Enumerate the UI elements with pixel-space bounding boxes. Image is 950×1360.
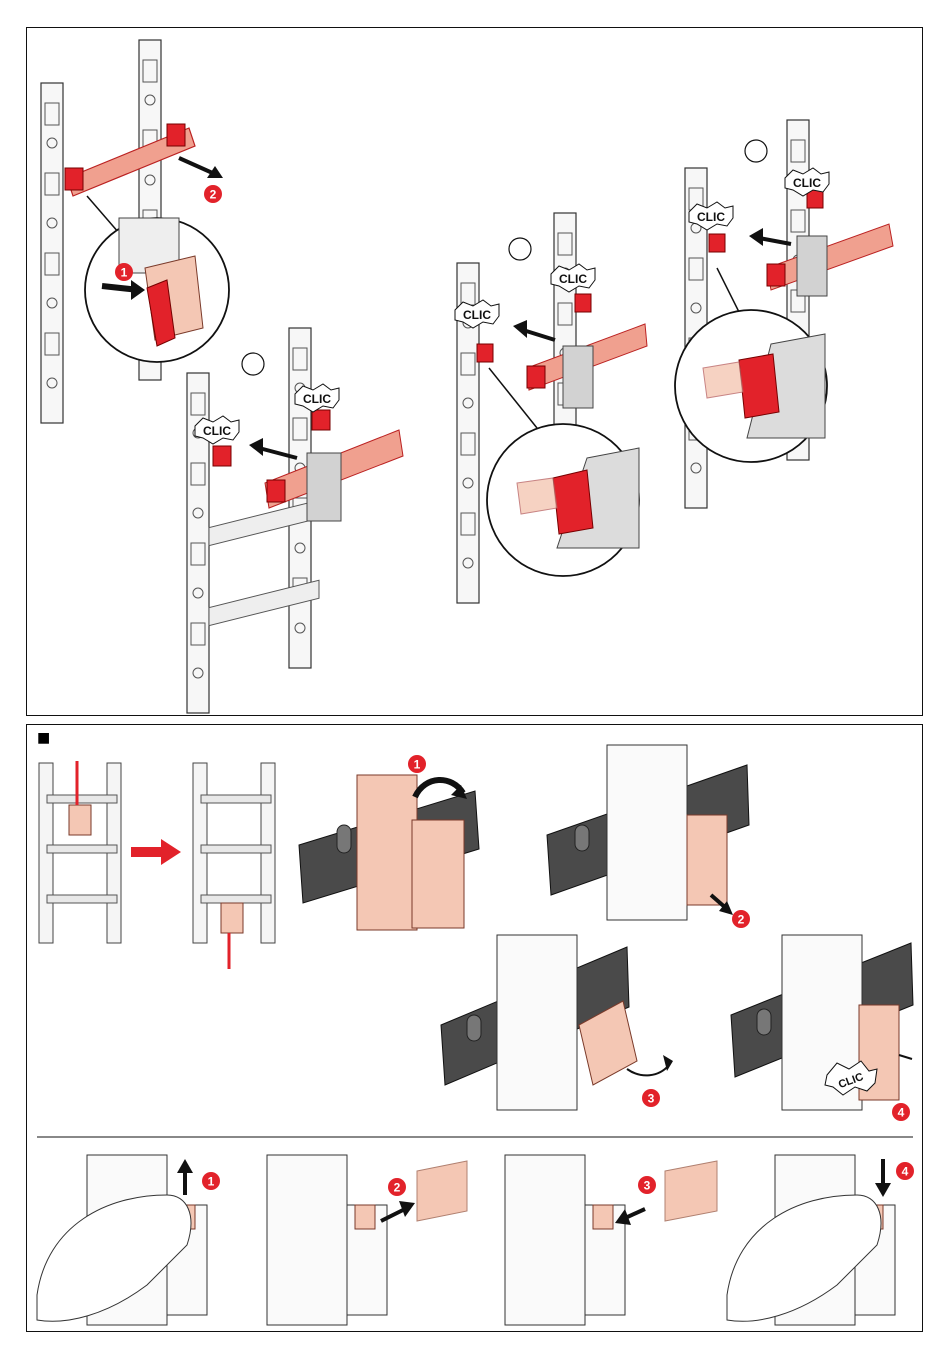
step-a-badge-2: 2 <box>204 185 222 203</box>
module-step-3: 3 <box>441 935 673 1110</box>
step-a-badge-1: 1 <box>115 263 133 281</box>
step-c-figure <box>457 213 647 603</box>
step-a-figure <box>41 40 229 423</box>
label-step-2: 2 <box>267 1155 467 1325</box>
step-d-figure <box>675 120 893 508</box>
svg-text:1: 1 <box>121 266 128 280</box>
module-step-1: 1 <box>299 755 479 930</box>
bottom-instruction-panel: ■ <box>26 724 923 1332</box>
top-instruction-panel: 2 1 CLIC CLIC <box>26 27 923 716</box>
step-b-marker <box>242 353 264 375</box>
svg-text:CLIC: CLIC <box>463 308 491 322</box>
svg-text:CLIC: CLIC <box>303 392 331 406</box>
module-step-2: 2 <box>547 745 750 928</box>
svg-text:CLIC: CLIC <box>793 176 821 190</box>
frame-after <box>193 763 275 969</box>
svg-text:4: 4 <box>902 1165 909 1179</box>
svg-text:CLIC: CLIC <box>697 210 725 224</box>
svg-text:4: 4 <box>898 1106 905 1120</box>
svg-text:3: 3 <box>648 1092 655 1106</box>
svg-text:3: 3 <box>644 1179 651 1193</box>
svg-text:2: 2 <box>738 913 745 927</box>
svg-text:CLIC: CLIC <box>559 272 587 286</box>
arrow-right <box>131 839 181 865</box>
module-step-4: 4 <box>731 935 913 1121</box>
svg-text:1: 1 <box>414 758 421 772</box>
label-step-4: 4 <box>727 1155 914 1325</box>
step-c-marker <box>509 238 531 260</box>
label-step-1: 1 <box>37 1155 220 1325</box>
svg-text:2: 2 <box>394 1181 401 1195</box>
svg-text:2: 2 <box>210 188 217 202</box>
step-d-marker <box>745 140 767 162</box>
top-illustrations: 2 1 CLIC CLIC <box>27 28 924 717</box>
bottom-illustrations: 1 2 3 <box>27 725 924 1333</box>
step-b-figure <box>187 328 403 713</box>
svg-text:1: 1 <box>208 1175 215 1189</box>
frame-before <box>39 761 121 943</box>
label-step-3: 3 <box>505 1155 717 1325</box>
svg-text:CLIC: CLIC <box>203 424 231 438</box>
